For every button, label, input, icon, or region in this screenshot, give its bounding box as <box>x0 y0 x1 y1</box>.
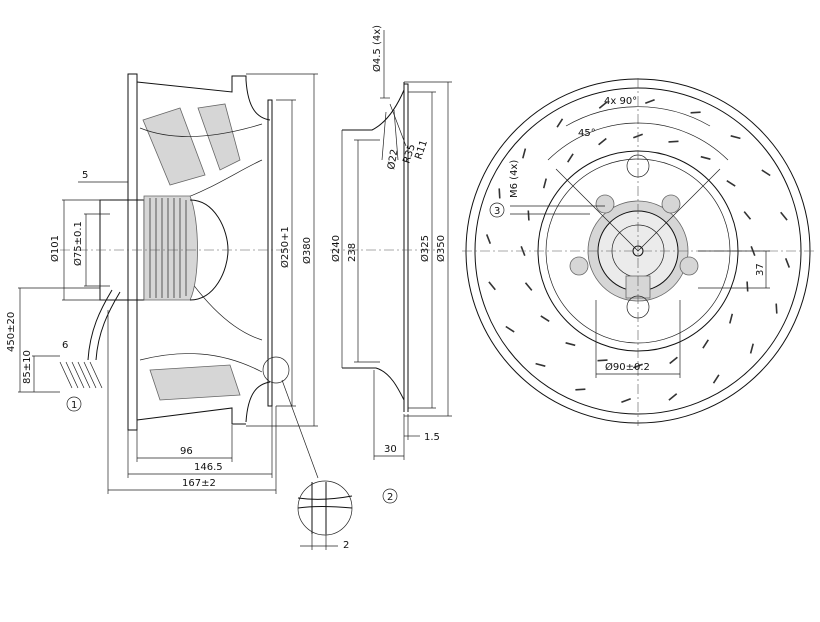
dim-85: 85±10 <box>22 350 33 384</box>
dim-5: 5 <box>82 170 88 181</box>
blade-slot <box>485 234 492 244</box>
inlet-flange <box>127 73 138 431</box>
blade-slot <box>567 153 574 163</box>
dim-250: Ø250+1 <box>279 226 291 268</box>
dim-380: Ø380 <box>301 237 313 264</box>
blade-top-2 <box>197 103 241 171</box>
dim-90: Ø90±0.2 <box>605 361 650 373</box>
blade-slot <box>597 359 608 362</box>
dim-350: Ø350 <box>435 235 447 262</box>
blade-slot <box>743 211 752 220</box>
blade-slot <box>556 118 564 128</box>
blade-slot <box>669 356 678 365</box>
blade-slot <box>575 388 586 391</box>
blade-slot <box>780 211 788 221</box>
dim-450: 450±20 <box>6 312 17 352</box>
blade-slot <box>488 281 496 291</box>
blade-slot <box>540 315 550 322</box>
dim-22: Ø22 <box>385 148 400 170</box>
section-view: Ø4.5 (4x) R11 R35 Ø22 Ø240 238 Ø325 Ø350… <box>330 25 452 460</box>
dim-6: 6 <box>62 340 68 351</box>
blade-slot <box>598 101 608 109</box>
blade-slot <box>621 397 631 404</box>
inlet-cone-bottom <box>136 407 246 425</box>
dim-37: 37 <box>755 263 766 276</box>
dim-4x90: 4x 90° <box>604 96 637 107</box>
blade-slot <box>505 325 515 333</box>
dim-325: Ø325 <box>419 235 431 262</box>
blade-slot <box>690 111 701 114</box>
blade-slot <box>542 178 547 189</box>
dim-2: 2 <box>343 540 349 551</box>
inlet-cone-top <box>136 75 247 93</box>
dim-m6: M6 (4x) <box>509 160 520 198</box>
dim-45deg: 45° <box>578 128 596 139</box>
mount-hole-r <box>679 256 699 276</box>
dim-75: Ø75±0.1 <box>72 221 84 266</box>
blade-slot <box>498 188 501 199</box>
front-view: 4x 90° 45° M6 (4x) Ø90±0.2 37 3 <box>462 78 816 426</box>
blade-bottom-1 <box>149 364 241 401</box>
blade-slot <box>775 303 778 314</box>
blade-slot <box>700 155 711 160</box>
blade-slots <box>485 98 791 404</box>
marker-2-circle <box>382 488 398 504</box>
marker-1-circle <box>66 396 82 412</box>
detail-2-circle <box>297 480 353 536</box>
blade-slot <box>702 339 709 349</box>
blade-slot <box>749 343 754 354</box>
marker-3-label: 3 <box>494 206 500 217</box>
dim-1-5: 1.5 <box>424 432 440 443</box>
blade-slot <box>712 374 720 384</box>
marker-3-circle <box>489 202 505 218</box>
mount-hole-tl <box>595 194 615 214</box>
mount-hole-tr <box>661 194 681 214</box>
section-lip-bottom <box>342 367 405 401</box>
blade-slot <box>730 135 741 140</box>
detail-2-ref-circle <box>262 356 290 384</box>
dim-146-5: 146.5 <box>194 462 223 473</box>
blade-slot <box>746 281 749 292</box>
blade-top-1 <box>142 107 206 186</box>
blade-slot <box>668 393 678 401</box>
side-view: 5 Ø101 Ø75±0.1 450±20 85±10 6 96 146.5 1… <box>6 73 319 494</box>
blade-slot <box>761 169 771 177</box>
marker-2-label: 2 <box>387 492 393 503</box>
dim-101: Ø101 <box>49 235 61 262</box>
blade-slot <box>524 282 533 291</box>
dim-30: 30 <box>384 444 397 455</box>
dim-96: 96 <box>180 446 193 457</box>
dim-4-5x4: Ø4.5 (4x) <box>371 25 383 72</box>
blade-slot <box>565 342 576 347</box>
dim-240: Ø240 <box>330 235 342 262</box>
blade-slot <box>726 180 736 187</box>
marker-1-label: 1 <box>71 400 77 411</box>
backplate <box>267 99 273 407</box>
mount-hole-l <box>569 256 589 276</box>
section-lip-top <box>342 89 405 131</box>
blade-slot <box>645 98 655 105</box>
dim-167: 167±2 <box>182 478 216 489</box>
blade-slot <box>668 140 679 143</box>
blade-slot <box>527 210 530 221</box>
blade-slot <box>522 148 527 159</box>
motor-rotor <box>143 195 198 301</box>
blade-slot <box>598 137 607 146</box>
blade-slot <box>535 362 546 367</box>
cable <box>87 289 113 361</box>
blade-slot <box>784 258 791 268</box>
blade-slot <box>729 313 734 324</box>
dim-238: 238 <box>347 243 358 262</box>
detail-2: 2 2 <box>297 480 398 551</box>
